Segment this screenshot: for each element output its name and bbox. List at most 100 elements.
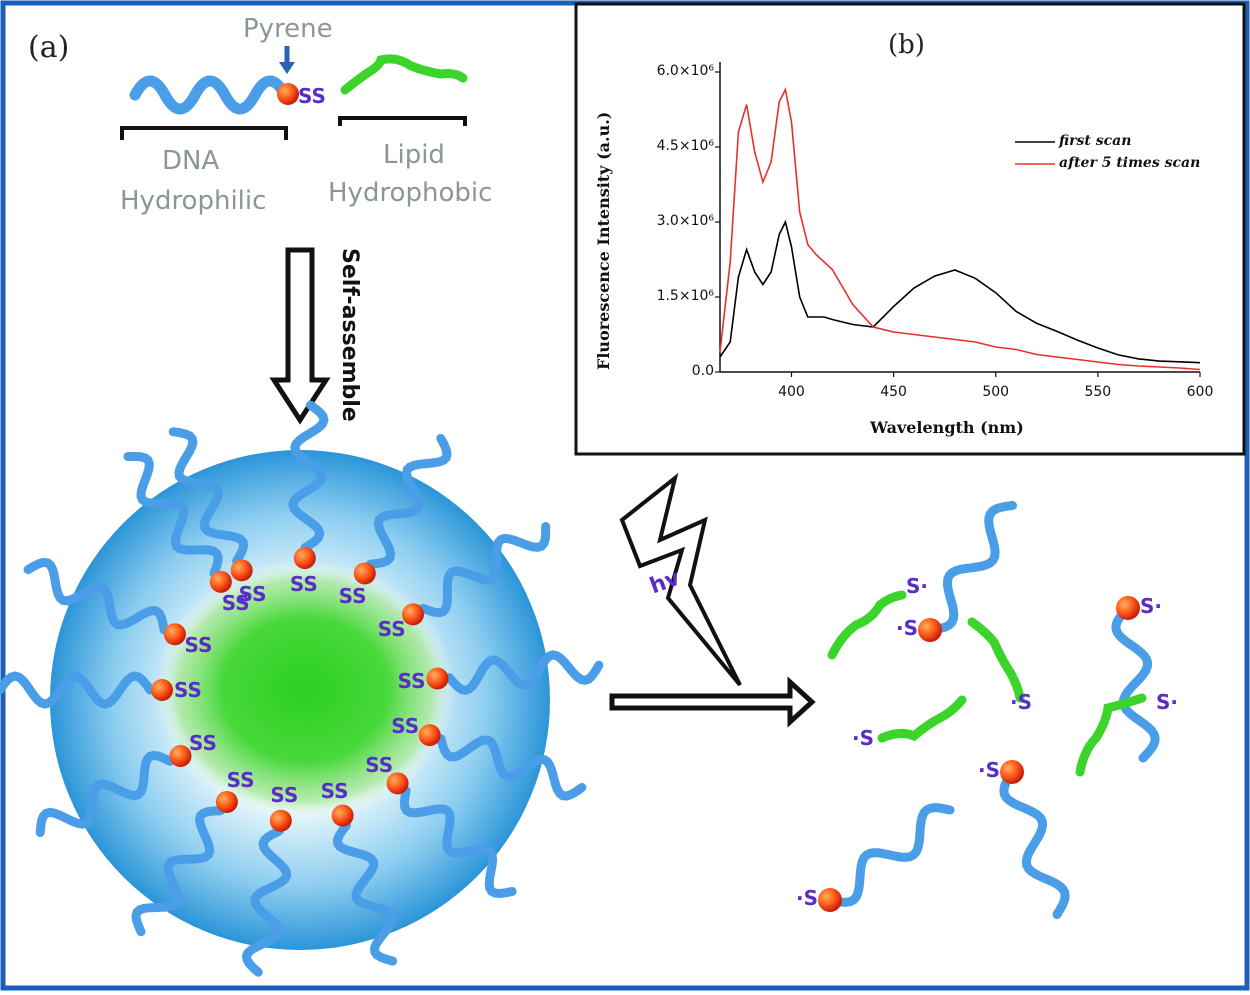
micelle-dna-arm <box>23 557 169 635</box>
x-tick-label: 400 <box>778 384 805 400</box>
lipid-brace <box>338 116 467 126</box>
panel-b-label: (b) <box>888 30 925 60</box>
micelle-dna-arm <box>35 750 175 837</box>
micelle-pyrene-ball <box>215 790 238 813</box>
pyrene-arrow-head <box>279 62 295 74</box>
micelle-ss-label: SS <box>184 633 213 658</box>
micelle-ss-label: SS <box>270 782 299 807</box>
legend-label-1: first scan <box>1059 133 1132 149</box>
fluorescence-chart <box>715 62 1201 377</box>
micelle-ss-label: SS <box>189 731 217 755</box>
fragment-s-radical-label: ·S <box>852 726 875 750</box>
fragment-lipid-strand <box>827 590 907 660</box>
micelle-pyrene-ball <box>169 745 192 767</box>
chart-x-label: Wavelength (nm) <box>870 418 1024 437</box>
micelle-dna-arm <box>436 734 587 801</box>
micelle-ss-label: SS <box>365 752 394 777</box>
fragment-pyrene-ball <box>918 618 942 642</box>
micelle-ss-label: SS <box>338 584 367 609</box>
micelle-pyrene-ball <box>418 724 441 747</box>
micelle-dna-arm <box>444 650 604 695</box>
chart-y-label: Fluorescence Intensity (a.u.) <box>594 111 613 370</box>
fragment-lipid-strand <box>1075 693 1147 777</box>
pyrene-ball <box>277 83 299 105</box>
series-line-2 <box>719 87 1201 371</box>
pyrene-label: Pyrene <box>243 14 333 44</box>
chart-panel-frame <box>574 2 1246 456</box>
self-assemble-arrow <box>269 247 331 425</box>
fragment-s-radical-label: ·S <box>896 616 919 640</box>
dna-brace <box>120 126 288 140</box>
x-tick-label: 600 <box>1186 384 1214 400</box>
fragment-lipid-strand <box>877 695 967 743</box>
self-assemble-label-box: Self-assemble <box>336 248 366 438</box>
micelle-dna-arm <box>0 671 155 709</box>
fragment-s-radical-label: ·S <box>978 758 1001 782</box>
fragment-pyrene-ball <box>1116 596 1140 620</box>
micelle-pyrene-ball <box>230 559 253 582</box>
micelle-dna-arm <box>365 433 452 569</box>
micelle-pyrene-ball <box>353 562 376 585</box>
y-tick-label: 3.0×10⁶ <box>656 213 714 229</box>
micelle-pyrene-ball <box>151 679 173 701</box>
micelle-pyrene-ball <box>426 667 449 690</box>
fragment-pyrene-ball <box>818 888 842 912</box>
micelle-pyrene-ball <box>331 804 354 827</box>
lightning-bolt-icon <box>619 472 742 687</box>
micelle-pyrene-ball <box>402 603 425 626</box>
x-tick-label: 500 <box>982 384 1010 400</box>
y-tick-label: 4.5×10⁶ <box>656 138 714 154</box>
micelle-dna-arm <box>168 427 249 566</box>
y-tick-label: 1.5×10⁶ <box>656 288 714 304</box>
micelle-dna-arm <box>241 826 292 977</box>
micelle-ss-label: SS <box>397 668 426 693</box>
micelle-pyrene-ball <box>293 547 316 570</box>
micelle-ss-label: SS <box>320 778 349 803</box>
dna-strand <box>129 75 291 115</box>
micelle-ss-label: SS <box>221 591 250 616</box>
fragments <box>818 501 1160 919</box>
micelle-dna-arm <box>123 451 223 578</box>
fragment-s-radical-label: ·S <box>1010 690 1033 714</box>
fragment-dna-strand <box>925 501 1017 635</box>
micelle-dna-arm <box>399 786 517 899</box>
lipid-strand <box>340 54 468 95</box>
micelle-core <box>155 560 455 820</box>
micelle-dna-arm <box>288 400 329 553</box>
fragment-s-radical-label: S· <box>1140 594 1163 618</box>
micelle-ss-label: SS <box>238 581 267 606</box>
y-tick-label: 6.0×10⁶ <box>656 63 714 79</box>
micelle-pyrene-ball <box>209 570 232 593</box>
hydrophobic-label: Hydrophobic <box>328 178 493 208</box>
hydrophilic-label: Hydrophilic <box>120 186 267 216</box>
micelle-arms <box>0 400 604 977</box>
fragment-pyrene-ball <box>1000 760 1024 784</box>
fragment-s-radical-label: S· <box>1156 690 1179 714</box>
fragment-lipid-strand <box>967 617 1025 703</box>
fragment-dna-strand <box>999 767 1070 919</box>
self-assemble-label: Self-assemble <box>337 248 362 422</box>
x-tick-label: 550 <box>1084 384 1112 400</box>
x-tick-label: 450 <box>880 384 907 400</box>
cleavage-arrow <box>609 676 816 728</box>
micelle-pyrene-ball <box>386 772 409 795</box>
micelle-dna-arm <box>131 806 225 937</box>
fragment-s-radical-label: S· <box>906 574 929 598</box>
micelle-ss-label: SS <box>289 572 318 597</box>
micelle-pyrene-ball <box>269 809 292 832</box>
micelle-ss-label: SS <box>377 617 406 642</box>
fragment-s-radical-label: ·S <box>796 886 819 910</box>
dna-label: DNA <box>162 146 220 176</box>
micelle-dna-arm <box>332 821 398 966</box>
lipid-label: Lipid <box>383 140 445 170</box>
micelle-pyrene-ball <box>163 623 186 646</box>
y-tick-label: 0.0 <box>691 363 714 379</box>
micelle-ss-label: SS <box>226 767 255 792</box>
ss-label-top: SS <box>298 84 326 108</box>
micelle-ss-label: SS <box>174 678 202 702</box>
panel-a-label: (a) <box>28 30 70 65</box>
legend-label-2: after 5 times scan <box>1059 155 1201 171</box>
micelle-ss-label: SS <box>391 714 420 739</box>
